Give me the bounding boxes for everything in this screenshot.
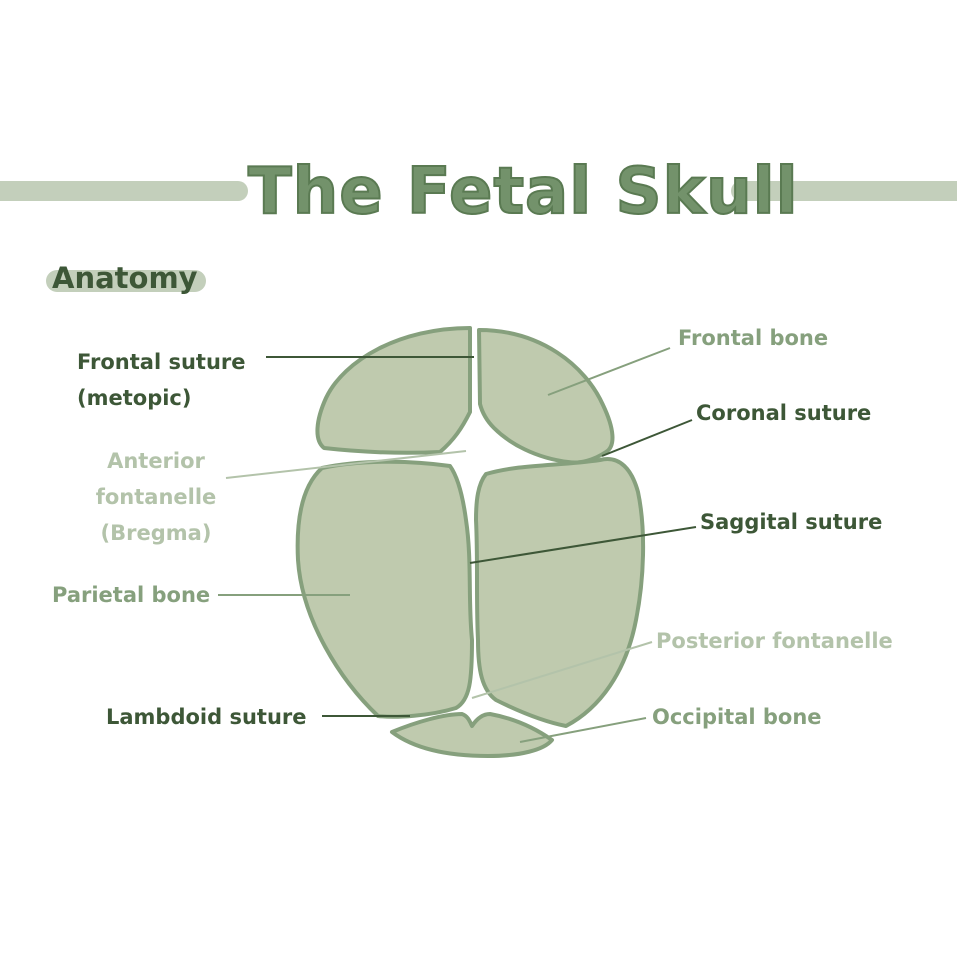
label-anterior-fontanelle-line2: fontanelle	[95, 485, 217, 509]
label-frontal-suture-line2: (metopic)	[77, 386, 192, 410]
skull-bones	[295, 326, 646, 758]
frontal-bone-left	[315, 326, 472, 455]
parietal-bone-left	[295, 459, 474, 719]
leader-coronal-suture	[601, 419, 693, 457]
label-anterior-fontanelle-line3: (Bregma)	[100, 521, 212, 545]
label-parietal-bone: Parietal bone	[52, 583, 211, 607]
label-posterior-fontanelle: Posterior fontanelle	[656, 629, 893, 653]
label-anterior-fontanelle-line1: Anterior	[107, 449, 205, 473]
leader-saggital-suture	[469, 526, 697, 564]
label-lambdoid-suture: Lambdoid suture	[106, 705, 307, 729]
label-coronal-suture: Coronal suture	[696, 401, 872, 425]
subtitle-block: Anatomy	[46, 258, 206, 298]
label-frontal-bone: Frontal bone	[678, 326, 829, 350]
title-bar-right	[731, 181, 957, 201]
frontal-bone-right	[477, 328, 615, 465]
subtitle: Anatomy	[52, 261, 198, 295]
leader-occipital-bone	[519, 717, 647, 743]
leader-anterior-fontanelle	[225, 450, 467, 479]
parietal-bone-right	[474, 457, 646, 728]
occipital-bone	[390, 712, 554, 758]
subtitle-highlight	[46, 270, 206, 292]
leader-frontal-bone	[547, 347, 671, 396]
label-frontal-suture-line1: Frontal suture	[77, 350, 246, 374]
label-saggital-suture: Saggital suture	[700, 510, 883, 534]
label-occipital-bone: Occipital bone	[652, 705, 822, 729]
title-bar-left	[0, 181, 248, 201]
page-title: The Fetal Skull	[247, 154, 799, 230]
leader-lines	[218, 347, 697, 743]
leader-posterior-fontanelle	[471, 641, 653, 699]
